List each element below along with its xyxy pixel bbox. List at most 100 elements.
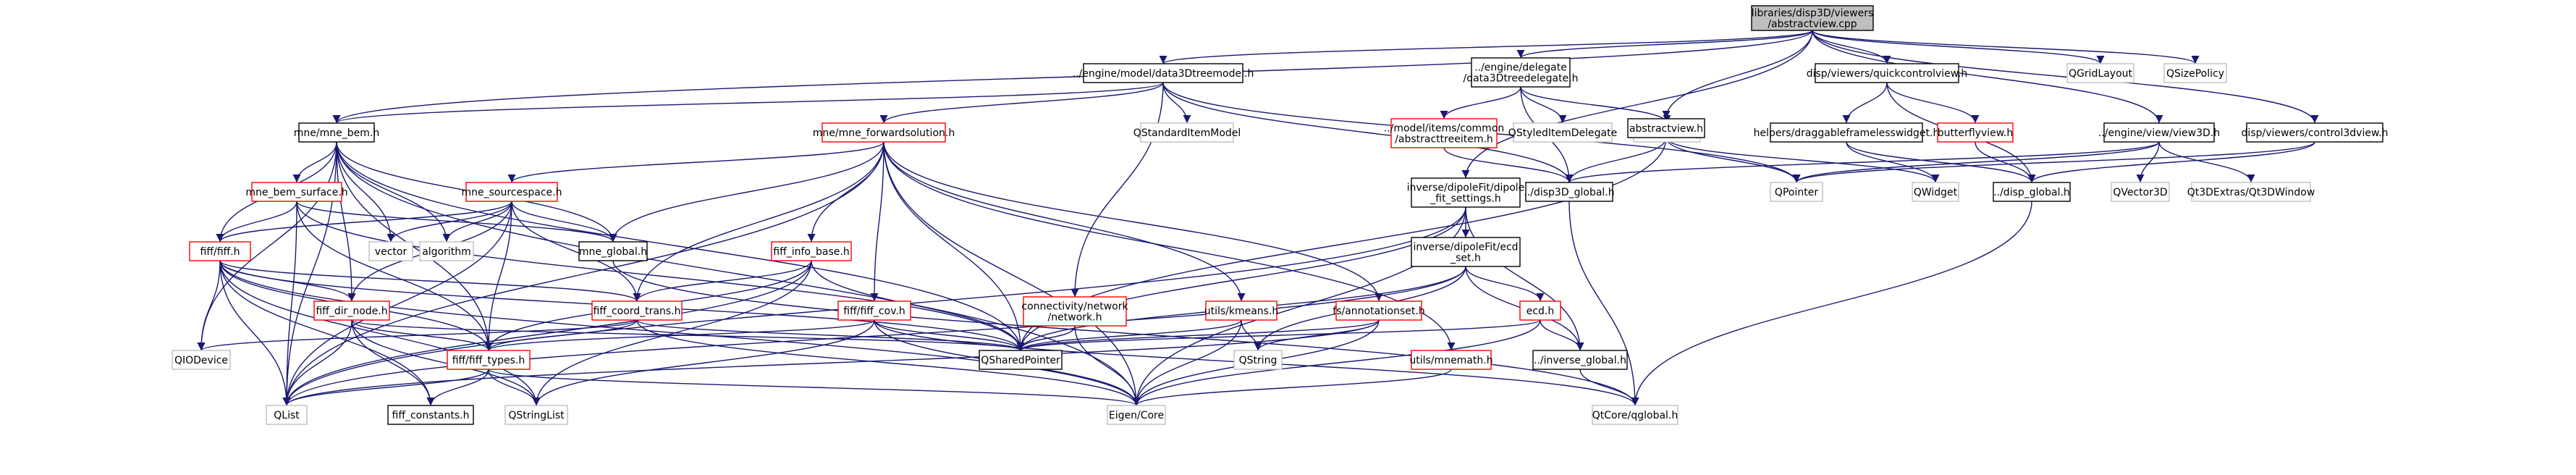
edge-mne_forwardsolution_h-to-eigen_core — [883, 141, 1141, 406]
node-label: abstractview.h — [1629, 123, 1703, 135]
node-qstandarditemmodel[interactable]: QStandardItemModel — [1133, 122, 1241, 143]
node-mnemath-h[interactable]: utils/mnemath.h — [1409, 350, 1493, 370]
node-qlist[interactable]: QList — [266, 405, 308, 425]
node-label: inverse/dipoleFit/ecd — [1413, 242, 1518, 253]
edge-quickcontrolview_h-to-draggableframelesswidget_h — [1842, 82, 1888, 124]
node-inverse-global-h[interactable]: ../inverse_global.h — [1532, 350, 1628, 370]
edge-fiff_info_base_h-to-qlist — [282, 260, 812, 406]
node-fiff-cov-h[interactable]: fiff/fiff_cov.h — [837, 300, 911, 321]
node-qstring[interactable]: QString — [1233, 350, 1283, 370]
node-label: fiff_coord_trans.h — [593, 306, 680, 317]
node-label: vector — [375, 246, 407, 258]
node-label: QSizePolicy — [2166, 68, 2224, 80]
node-qsharedpointer[interactable]: QSharedPointer — [979, 350, 1063, 370]
node-label: QtCore/qglobal.h — [1592, 410, 1678, 421]
node-label: mne/mne_bem.h — [294, 127, 379, 139]
edge-data3dtreemodel_h-to-qstandarditemmodel — [1162, 82, 1191, 124]
edge-data3dtreemodel_h-to-mne_forwardsolution_h — [879, 82, 1164, 124]
node-view3d-h[interactable]: ../engine/view/view3D.h — [2098, 122, 2220, 143]
edge-abstracttreeitem_h-to-disp3d_global_h — [1443, 147, 1574, 183]
node-box — [979, 350, 1063, 370]
node-fiff-dir-node-h[interactable]: fiff_dir_node.h — [313, 300, 390, 321]
nodes-layer: libraries/disp3D/viewers/abstractview.cp… — [172, 5, 2389, 425]
node-mne-bem-surface-h[interactable]: mne_bem_surface.h — [245, 182, 348, 202]
node-qvector3d[interactable]: QVector3D — [2111, 182, 2170, 202]
edge-kmeans_h-to-qsharedpointer — [1016, 319, 1242, 351]
edge-fiff_h-to-eigen_core — [219, 260, 1141, 406]
node-abstracttreeitem-h[interactable]: ../model/items/common/abstracttreeitem.h — [1384, 118, 1505, 148]
node-qwidget[interactable]: QWidget — [1912, 182, 1959, 202]
node-kmeans-h[interactable]: utils/kmeans.h — [1204, 300, 1279, 321]
node-fiff-types-h[interactable]: fiff/fiff_types.h — [447, 350, 531, 370]
edge-control3dview_h-to-qpointer — [1792, 141, 2315, 183]
node-qstringlist[interactable]: QStringList — [504, 405, 568, 425]
node-abstractview-cpp[interactable]: libraries/disp3D/viewers/abstractview.cp… — [1751, 5, 1874, 31]
node-qt3dwindow[interactable]: Qt3DExtras/Qt3DWindow — [2187, 182, 2315, 202]
node-vector[interactable]: vector — [368, 241, 413, 261]
node-label: /abstracttreeitem.h — [1395, 134, 1493, 146]
node-disp-global-h[interactable]: ../disp_global.h — [1993, 182, 2071, 202]
node-label: QList — [274, 410, 300, 421]
edge-abstractview_cpp-to-qsizepolicy — [1812, 30, 2200, 64]
node-ecd-h[interactable]: ecd.h — [1519, 300, 1561, 321]
node-ecd-set-h[interactable]: inverse/dipoleFit/ecd_set.h — [1411, 237, 1521, 267]
node-qtcore-qglobal-h[interactable]: QtCore/qglobal.h — [1592, 405, 1678, 425]
edge-mne_bem_h-to-algorithm — [336, 141, 451, 243]
edge-fiff_types_h-to-qlist — [282, 369, 489, 406]
node-data3dtreemodel-h[interactable]: ../engine/model/data3Dtreemodel.h — [1073, 63, 1254, 83]
edge-fiff_info_base_h-to-qstringlist — [532, 260, 812, 406]
edge-fiff_h-to-qlist — [219, 260, 291, 406]
node-algorithm[interactable]: algorithm — [419, 241, 474, 261]
node-qgridlayout[interactable]: QGridLayout — [2066, 63, 2134, 83]
node-quickcontrolview-h[interactable]: disp/viewers/quickcontrolview.h — [1807, 63, 1968, 83]
node-box — [266, 405, 308, 425]
node-abstractview-h[interactable]: abstractview.h — [1627, 118, 1705, 138]
edge-fiff_dir_node_h-to-qstringlist — [351, 319, 541, 406]
edge-fiff_cov_h-to-qstringlist — [532, 319, 875, 406]
edge-view3d_h-to-qvector3d — [2136, 141, 2160, 183]
node-mne-sourcespace-h[interactable]: mne_sourcespace.h — [461, 182, 562, 202]
node-label: ../engine/model/data3Dtreemodel.h — [1073, 68, 1254, 80]
edge-disp_global_h-to-qtcore_qglobal_h — [1631, 201, 2032, 406]
node-fiff-h[interactable]: fiff/fiff.h — [189, 241, 251, 261]
node-box — [1390, 118, 1498, 148]
node-box — [313, 300, 390, 321]
node-draggableframelesswidget-h[interactable]: helpers/draggableframelesswidget.h — [1754, 122, 1940, 143]
node-network-h[interactable]: connectivity/network/network.h — [1021, 296, 1129, 327]
node-fiff-constants-h[interactable]: fiff_constants.h — [387, 405, 474, 425]
node-qstyleditemdelegate[interactable]: QStyledItemDelegate — [1508, 122, 1617, 143]
node-data3dtreedelegate-h[interactable]: ../engine/delegate/data3Dtreedelegate.h — [1464, 57, 1579, 88]
node-qiodevice[interactable]: QIODevice — [172, 350, 231, 370]
edge-dipolefit_settings_h-to-qsharedpointer — [1016, 206, 1466, 351]
node-label: /network.h — [1048, 312, 1102, 324]
node-mne-bem-h[interactable]: mne/mne_bem.h — [294, 122, 379, 143]
node-disp3d-global-h[interactable]: ../disp3D_global.h — [1524, 182, 1615, 202]
node-label: _fit_settings.h — [1430, 193, 1500, 205]
node-label: fs/annotationset.h — [1333, 306, 1424, 317]
node-qpointer[interactable]: QPointer — [1770, 182, 1823, 202]
edge-ecd_set_h-to-ecd_h — [1465, 266, 1545, 302]
node-dipolefit-settings-h[interactable]: inverse/dipoleFit/dipole_fit_settings.h — [1407, 177, 1525, 208]
edge-mne_forwardsolution_h-to-annotationset_h — [883, 141, 1383, 302]
node-fiff-info-base-h[interactable]: fiff_info_base.h — [771, 241, 852, 261]
node-box — [1107, 405, 1166, 425]
node-label: _set.h — [1450, 253, 1481, 264]
node-box — [1411, 237, 1521, 267]
node-box — [1205, 300, 1278, 321]
node-control3dview-h[interactable]: disp/viewers/control3dview.h — [2242, 122, 2389, 143]
node-label: fiff_dir_node.h — [316, 306, 387, 317]
node-box — [1993, 182, 2071, 202]
node-butterflyview-h[interactable]: butterflyview.h — [1937, 122, 2014, 143]
edge-inverse_global_h-to-qtcore_qglobal_h — [1579, 369, 1639, 406]
node-qsizepolicy[interactable]: QSizePolicy — [2163, 63, 2227, 83]
node-annotationset-h[interactable]: fs/annotationset.h — [1333, 300, 1425, 321]
edge-mne_forwardsolution_h-to-qsharedpointer — [883, 141, 1025, 351]
node-fiff-coord-trans-h[interactable]: fiff_coord_trans.h — [591, 300, 683, 321]
edge-dipolefit_settings_h-to-inverse_global_h — [1465, 206, 1584, 351]
node-mne-forwardsolution-h[interactable]: mne/mne_forwardsolution.h — [813, 122, 955, 143]
node-eigen-core[interactable]: Eigen/Core — [1107, 405, 1166, 425]
node-mne-global-h[interactable]: mne_global.h — [578, 241, 648, 261]
node-box — [2066, 63, 2134, 83]
node-box — [1083, 63, 1243, 83]
edge-fiff_dir_node_h-to-qlist — [282, 319, 352, 406]
